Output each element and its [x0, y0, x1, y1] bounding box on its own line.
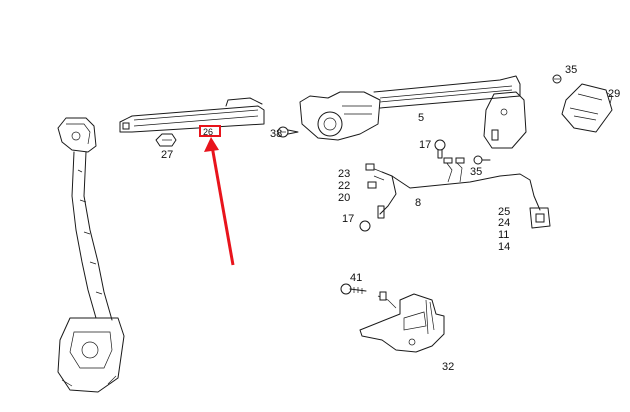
callout-29: 29 — [608, 88, 620, 100]
callout-14: 14 — [498, 241, 510, 253]
callout-17-bottom: 17 — [342, 213, 354, 225]
belt-assembly-drawing — [57, 117, 125, 393]
screw-17-top-drawing — [434, 139, 446, 159]
screw-41-drawing — [340, 283, 367, 295]
rail-drawing — [119, 97, 265, 133]
callout-8: 8 — [415, 197, 421, 209]
callout-11: 11 — [498, 229, 509, 241]
highlight-box — [199, 125, 221, 137]
callout-41: 41 — [350, 272, 362, 284]
callout-17-top: 17 — [419, 139, 431, 151]
callout-32: 32 — [442, 361, 454, 373]
callout-38: 38 — [270, 128, 282, 140]
callout-35-top: 35 — [565, 64, 577, 76]
highlight-annotation: 26 — [199, 125, 235, 266]
motor-drawing — [299, 75, 527, 149]
harness-drawing — [365, 157, 551, 229]
highlight-arrow — [210, 145, 235, 266]
callout-24: 24 — [498, 217, 510, 229]
callout-35-mid: 35 — [470, 166, 482, 178]
bracket-32-drawing — [359, 291, 445, 353]
callout-20: 20 — [338, 192, 350, 204]
callout-22: 22 — [338, 180, 350, 192]
callout-27: 27 — [161, 149, 173, 161]
clip-27-drawing — [155, 133, 177, 147]
highlight-arrowhead — [204, 137, 219, 152]
screw-38-drawing — [277, 126, 299, 138]
callout-5: 5 — [418, 112, 424, 124]
screw-35-mid-drawing — [473, 155, 491, 165]
callout-26-highlighted: 26 — [203, 127, 213, 137]
screw-17-bottom-drawing — [359, 205, 385, 232]
module-29-drawing — [552, 74, 613, 133]
callout-25: 25 — [498, 206, 510, 218]
callout-23: 23 — [338, 168, 350, 180]
